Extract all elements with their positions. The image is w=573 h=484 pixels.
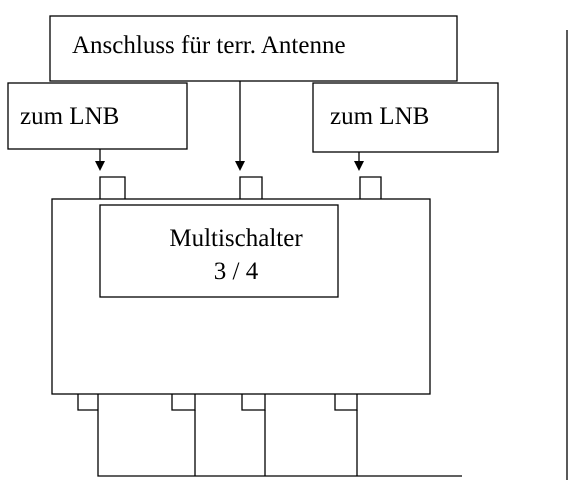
lnb-box-left [7,82,188,150]
multiswitch-body [51,198,431,395]
lnb-box-right [312,82,499,153]
arrow-left-head [95,161,105,171]
output-port-3 [241,394,266,411]
output-port-2 [171,394,196,411]
multiswitch-ratio: 3 / 4 [214,258,259,285]
input-port-2 [239,176,263,199]
input-port-3 [359,176,382,199]
output-cable-bus [97,394,462,477]
arrow-right-head [354,161,364,171]
lnb-right-label: zum LNB [330,103,429,130]
multiswitch-title: Multischalter [169,225,303,252]
antenna-connection-label: Anschluss für terr. Antenne [72,32,346,59]
output-port-4 [334,394,358,411]
multiswitch-label-box [99,204,339,298]
output-port-1 [77,394,98,411]
antenna-connection-box [49,15,458,82]
arrow-center-head [235,161,245,171]
lnb-left-label: zum LNB [20,103,119,130]
input-port-1 [99,176,126,199]
